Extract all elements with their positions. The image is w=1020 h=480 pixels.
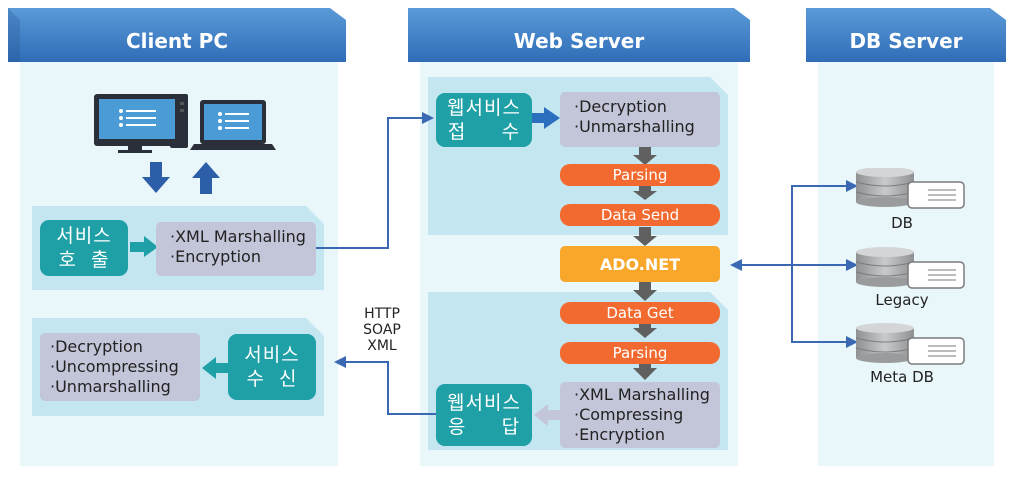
receive-step: ·Uncompressing	[50, 357, 179, 376]
arrowhead-icon	[846, 259, 858, 271]
response-connector	[344, 361, 436, 415]
upload-arrow-icon	[192, 162, 220, 194]
legacy-label: Legacy	[875, 291, 929, 309]
arrowhead-icon	[422, 112, 434, 124]
web-accept-box: 웹서비스 접 수	[436, 93, 532, 147]
service-receive-box: 서비스 수 신	[228, 334, 316, 400]
respond-steps-box: ·XML Marshalling ·Compressing ·Encryptio…	[560, 382, 720, 448]
call-arrow-icon	[130, 236, 158, 257]
web-respond-line1: 웹서비스	[447, 392, 521, 414]
web-respond-box: 웹서비스 응 답	[436, 384, 532, 446]
request-connector	[316, 117, 424, 249]
down-arrow-icon	[633, 363, 657, 380]
laptop-icon	[190, 100, 276, 150]
database-stack	[855, 168, 965, 365]
db-label: DB	[891, 214, 913, 232]
arrowhead-icon	[730, 259, 742, 271]
receive-step: ·Decryption	[50, 337, 143, 356]
computers	[94, 94, 276, 153]
service-receive-line2: 수 신	[246, 368, 298, 390]
protocol-http: HTTP	[364, 306, 400, 322]
arrowhead-icon	[846, 336, 858, 348]
protocol-xml: XML	[367, 338, 397, 354]
arrowhead-icon	[334, 356, 346, 368]
web-accept-line1: 웹서비스	[447, 97, 521, 119]
protocol-labels: HTTP SOAP XML	[352, 306, 412, 354]
web-accept-line2: 접 수	[447, 121, 521, 143]
respond-step: ·XML Marshalling	[574, 385, 710, 404]
down-arrow-icon	[633, 282, 657, 301]
receive-steps-box: ·Decryption ·Uncompressing ·Unmarshallin…	[40, 333, 200, 401]
service-call-box: 서비스 호 출	[40, 220, 128, 276]
accept-step: ·Unmarshalling	[574, 117, 695, 136]
call-step: ·Encryption	[170, 247, 261, 266]
database-icon	[855, 247, 965, 289]
down-arrow-icon	[633, 186, 657, 200]
accept-step: ·Decryption	[574, 97, 667, 116]
receive-arrow-icon	[202, 357, 233, 379]
web-server-header: Web Server	[513, 29, 645, 53]
column-headers	[8, 8, 1006, 62]
db-server-header: DB Server	[849, 29, 963, 53]
database-icon	[855, 323, 965, 365]
call-steps-box: ·XML Marshalling ·Encryption	[156, 222, 316, 276]
adonet-box: ADO.NET	[560, 246, 720, 282]
service-call-line2: 호 출	[58, 249, 110, 271]
respond-step: ·Compressing	[574, 405, 684, 424]
call-step: ·XML Marshalling	[170, 227, 306, 246]
down-arrow-icon	[633, 147, 657, 165]
receive-step: ·Unmarshalling	[50, 377, 171, 396]
parsing-top: Parsing	[560, 164, 720, 186]
accept-steps-box: ·Decryption ·Unmarshalling	[560, 92, 720, 147]
parsing-bottom: Parsing	[560, 342, 720, 364]
client-pc-header: Client PC	[125, 29, 229, 53]
desktop-pc-icon	[94, 94, 188, 153]
web-respond-line2: 응 답	[447, 416, 521, 438]
service-receive-line1: 서비스	[244, 344, 300, 366]
database-icon	[855, 168, 965, 209]
web-flow-arrows	[633, 147, 657, 380]
data-get: Data Get	[560, 302, 720, 324]
respond-step: ·Encryption	[574, 425, 665, 444]
down-arrow-icon	[633, 227, 657, 246]
protocol-soap: SOAP	[363, 322, 401, 338]
service-call-line1: 서비스	[56, 225, 112, 247]
respond-arrow-icon	[534, 404, 561, 426]
download-arrow-icon	[142, 162, 170, 193]
down-arrow-icon	[633, 323, 657, 338]
arrowhead-icon	[846, 180, 858, 192]
accept-arrow-icon	[532, 107, 560, 129]
meta-db-label: Meta DB	[870, 368, 934, 386]
data-send: Data Send	[560, 204, 720, 226]
client-arrows	[142, 162, 220, 194]
